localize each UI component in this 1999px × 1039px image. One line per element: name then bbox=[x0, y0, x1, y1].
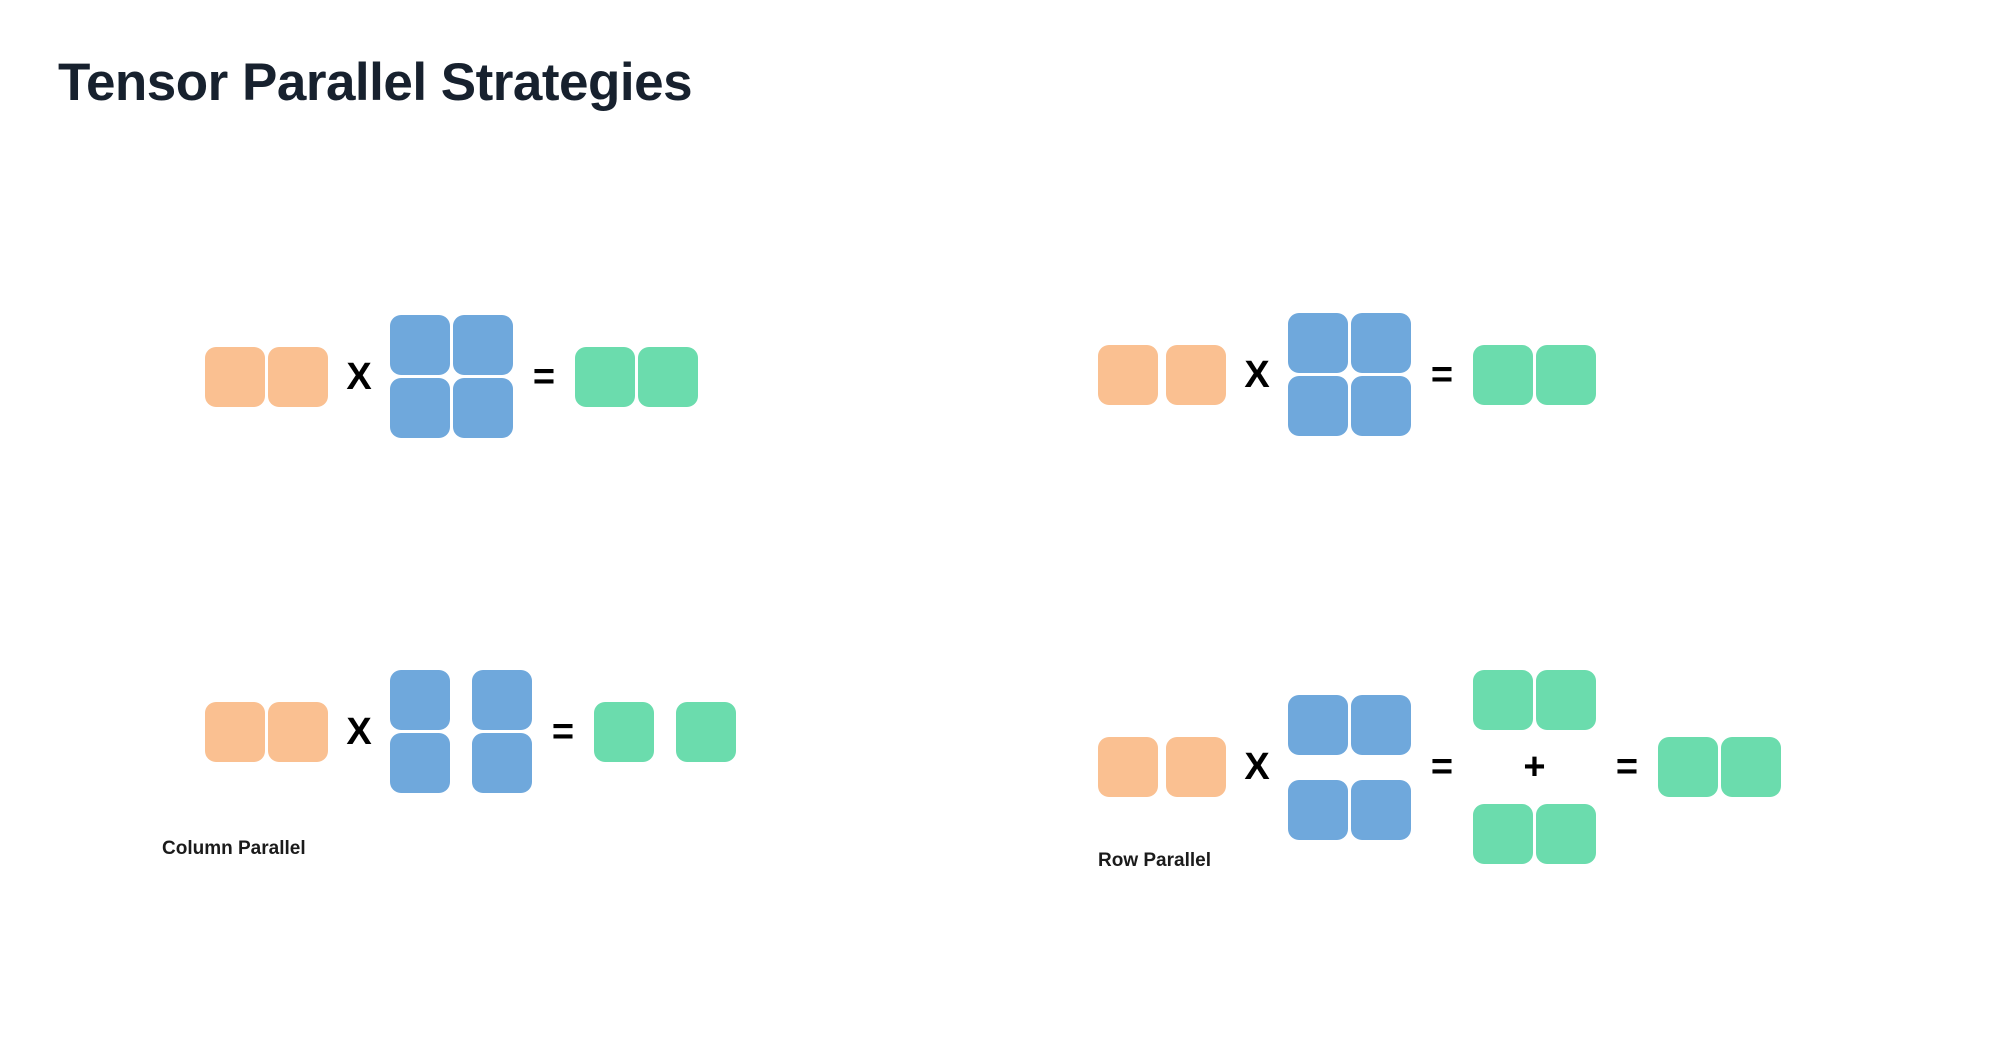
equals-operator: = bbox=[1430, 746, 1454, 788]
matrix-row bbox=[594, 701, 736, 762]
equation-row: X = bbox=[205, 670, 736, 793]
equation-row: X = bbox=[205, 315, 698, 438]
diagram-row-parallel-unsharded: X = bbox=[1098, 313, 1596, 436]
matrix-row bbox=[575, 346, 698, 407]
matrix-cell bbox=[1288, 376, 1348, 436]
matrix-cell bbox=[1288, 779, 1348, 840]
matrix-row bbox=[390, 315, 513, 375]
matrix-row bbox=[1473, 804, 1596, 864]
matrix-cell bbox=[1166, 737, 1226, 797]
matrix-row bbox=[205, 346, 328, 407]
input-matrix-orange bbox=[205, 346, 328, 407]
matrix-row bbox=[1473, 670, 1596, 730]
equals-operator: = bbox=[1430, 353, 1454, 396]
weight-matrix-blue bbox=[1288, 313, 1411, 436]
matrix-cell bbox=[1658, 737, 1718, 797]
label-column-parallel: Column Parallel bbox=[162, 838, 306, 859]
matrix-cell bbox=[1351, 376, 1411, 436]
multiply-operator: X bbox=[346, 710, 372, 753]
matrix-row bbox=[1098, 344, 1226, 405]
weight-shard-row-0 bbox=[1288, 694, 1411, 755]
matrix-row bbox=[1288, 313, 1411, 373]
matrix-row bbox=[390, 378, 513, 438]
page-title: Tensor Parallel Strategies bbox=[58, 53, 693, 112]
equals-operator-final: = bbox=[1615, 746, 1639, 788]
weight-matrix-blue bbox=[390, 315, 513, 438]
output-matrix-green bbox=[575, 346, 698, 407]
matrix-cell bbox=[1351, 694, 1411, 755]
matrix-row bbox=[1473, 344, 1596, 405]
matrix-cell bbox=[1288, 694, 1348, 755]
weight-shard-column-1 bbox=[472, 670, 532, 793]
partial-output-1 bbox=[1473, 804, 1596, 864]
matrix-cell bbox=[1098, 344, 1158, 405]
output-shard-0 bbox=[594, 701, 654, 762]
plus-operator: + bbox=[1523, 746, 1546, 788]
multiply-operator: X bbox=[1244, 353, 1270, 396]
matrix-cell bbox=[1351, 313, 1411, 373]
matrix-cell bbox=[1166, 344, 1226, 405]
matrix-cell bbox=[1473, 344, 1533, 405]
matrix-cell bbox=[268, 701, 328, 762]
matrix-row bbox=[1288, 376, 1411, 436]
matrix-cell bbox=[205, 701, 265, 762]
input-matrix-orange bbox=[205, 701, 328, 762]
final-output-matrix-green bbox=[1658, 737, 1781, 797]
matrix-cell bbox=[1351, 779, 1411, 840]
matrix-row bbox=[1658, 737, 1781, 797]
multiply-operator: X bbox=[346, 355, 372, 398]
matrix-cell bbox=[1536, 804, 1596, 864]
weight-shard-row-1 bbox=[1288, 779, 1411, 840]
matrix-cell bbox=[472, 733, 532, 793]
equals-operator: = bbox=[532, 355, 556, 398]
matrix-cell bbox=[575, 346, 635, 407]
input-matrix-orange bbox=[1098, 737, 1226, 797]
diagram-row-parallel: X = + bbox=[1098, 670, 1781, 864]
matrix-cell bbox=[1536, 670, 1596, 730]
matrix-cell bbox=[205, 346, 265, 407]
matrix-cell bbox=[390, 378, 450, 438]
matrix-cell bbox=[1473, 670, 1533, 730]
matrix-cell bbox=[1288, 313, 1348, 373]
matrix-cell bbox=[1536, 344, 1596, 405]
output-shard-1 bbox=[676, 701, 736, 762]
matrix-cell bbox=[390, 315, 450, 375]
output-matrix-green-column-split bbox=[594, 701, 736, 762]
weight-shard-column-0 bbox=[390, 670, 450, 793]
equals-operator: = bbox=[551, 710, 575, 753]
equation-row: X = bbox=[1098, 313, 1596, 436]
weight-matrix-blue-column-split bbox=[390, 670, 532, 793]
matrix-cell bbox=[390, 733, 450, 793]
matrix-cell bbox=[1098, 737, 1158, 797]
matrix-cell bbox=[1473, 804, 1533, 864]
diagram-column-parallel: X = bbox=[205, 670, 736, 793]
equation-row: X = + bbox=[1098, 670, 1781, 864]
partial-output-sum: + bbox=[1473, 670, 1596, 864]
diagram-column-parallel-unsharded: X = bbox=[205, 315, 698, 438]
input-matrix-orange bbox=[1098, 344, 1226, 405]
weight-matrix-blue-row-split bbox=[1288, 694, 1411, 840]
label-row-parallel: Row Parallel bbox=[1098, 850, 1211, 871]
matrix-cell bbox=[453, 315, 513, 375]
output-matrix-green bbox=[1473, 344, 1596, 405]
matrix-cell bbox=[1721, 737, 1781, 797]
matrix-cell bbox=[472, 670, 532, 730]
matrix-cell bbox=[453, 378, 513, 438]
matrix-row bbox=[1098, 737, 1226, 797]
matrix-cell bbox=[638, 346, 698, 407]
matrix-row bbox=[205, 701, 328, 762]
multiply-operator: X bbox=[1244, 746, 1270, 788]
matrix-cell bbox=[268, 346, 328, 407]
matrix-cell bbox=[390, 670, 450, 730]
partial-output-0 bbox=[1473, 670, 1596, 730]
